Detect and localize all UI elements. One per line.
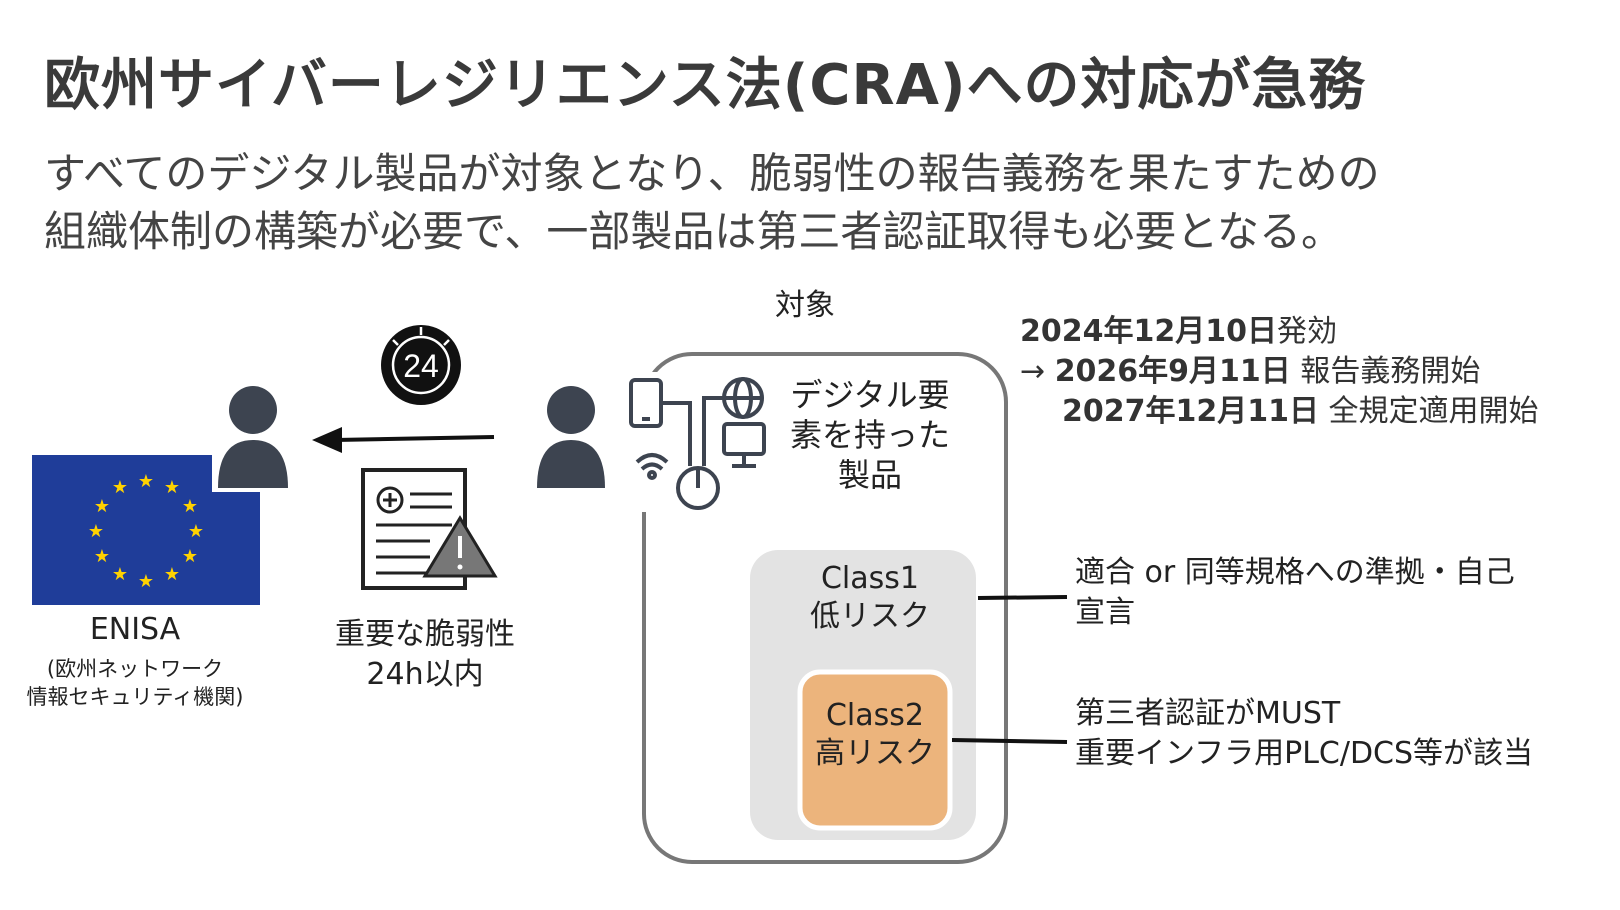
svg-text:★: ★	[164, 477, 180, 498]
subtitle-line-1: すべてのデジタル製品が対象となり、脆弱性の報告義務を果たすための	[44, 149, 1380, 198]
class1-desc-line2: 宣言	[1075, 595, 1135, 630]
class2-label: Class2 高リスク	[805, 697, 945, 773]
target-label: 対象	[775, 288, 835, 323]
digital-product-line2: 素を持った	[789, 416, 950, 454]
enisa-person-icon	[212, 380, 294, 492]
report-arrow	[312, 427, 495, 453]
class1-risk: 低リスク	[810, 599, 930, 634]
digital-product-line3: 製品	[837, 456, 902, 494]
class1-desc-line1: 適合 or 同等規格への準拠・自己	[1075, 555, 1515, 590]
target-products-box	[642, 352, 1008, 864]
timeline-arrow: →	[1020, 354, 1046, 389]
svg-text:★: ★	[164, 564, 180, 585]
timeline-date-2: 2026年9月11日	[1054, 354, 1291, 389]
class1-name: Class1	[820, 561, 919, 596]
svg-text:★: ★	[188, 521, 204, 542]
svg-text:★: ★	[182, 496, 198, 517]
timeline-event-2: 報告義務開始	[1300, 354, 1481, 389]
svg-text:★: ★	[94, 546, 110, 567]
digital-product-line1: デジタル要	[790, 376, 950, 414]
timer-24h-icon	[381, 325, 461, 405]
svg-text:★: ★	[138, 471, 154, 492]
vulnerability-label: 重要な脆弱性 24h以内	[315, 615, 535, 695]
class1-connector-line	[977, 595, 1068, 600]
page-title: 欧州サイバーレジリエンス法(CRA)への対応が急務	[44, 53, 1366, 118]
enisa-desc-line1: (欧州ネットワーク	[46, 657, 224, 681]
class2-risk: 高リスク	[815, 736, 935, 771]
class2-desc-line1: 第三者認証がMUST	[1075, 696, 1341, 731]
timeline-event-1: 発効	[1277, 314, 1337, 349]
enisa-name: ENISA	[89, 612, 181, 647]
eu-stars: ★ ★ ★ ★ ★ ★ ★ ★ ★ ★ ★ ★	[88, 471, 204, 592]
subtitle-line-2: 組織体制の構築が必要で、一部製品は第三者認証取得も必要となる。	[44, 207, 1344, 256]
svg-text:★: ★	[112, 564, 128, 585]
vulnerability-line2: 24h以内	[366, 657, 484, 692]
timer-label: 24	[403, 348, 439, 384]
svg-text:★: ★	[88, 521, 104, 542]
class2-connector-line	[951, 738, 1068, 744]
class2-box	[797, 669, 953, 831]
enisa-description: (欧州ネットワーク 情報セキュリティ機関)	[5, 655, 265, 711]
svg-text:★: ★	[182, 546, 198, 567]
class1-description: 適合 or 同等規格への準拠・自己 宣言	[1075, 553, 1515, 633]
class2-description: 第三者認証がMUST 重要インフラ用PLC/DCS等が該当	[1075, 694, 1533, 774]
class2-desc-line2: 重要インフラ用PLC/DCS等が該当	[1075, 736, 1534, 771]
timeline: 2024年12月10日発効 → 2026年9月11日 報告義務開始 2027年1…	[1020, 312, 1539, 432]
enisa-desc-line2: 情報セキュリティ機関)	[26, 685, 244, 709]
vulnerability-document-icon	[361, 468, 498, 590]
vulnerability-line1: 重要な脆弱性	[335, 617, 515, 652]
svg-text:★: ★	[94, 496, 110, 517]
class1-label: Class1 低リスク	[760, 560, 980, 636]
digital-product-label: デジタル要 素を持った 製品	[780, 375, 960, 495]
class2-name: Class2	[825, 698, 924, 733]
svg-text:★: ★	[112, 477, 128, 498]
timeline-event-3: 全規定適用開始	[1328, 394, 1539, 429]
svg-text:★: ★	[138, 571, 154, 592]
timeline-date-1: 2024年12月10日	[1020, 314, 1277, 349]
digital-devices-icon	[629, 377, 766, 510]
manufacturer-person-icon	[537, 386, 605, 488]
timeline-date-3: 2027年12月11日	[1062, 394, 1319, 429]
